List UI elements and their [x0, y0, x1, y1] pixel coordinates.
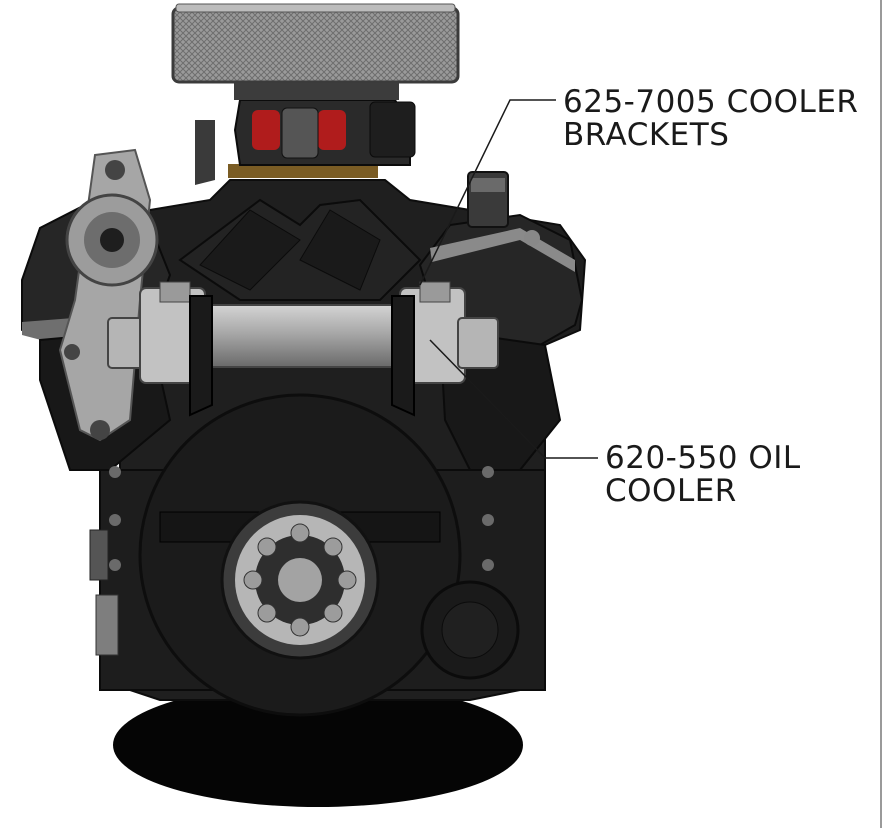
callout-oil-cooler: 620-550 OIL COOLER — [605, 440, 801, 509]
cooler-end-cap-right — [457, 317, 499, 369]
air-filter-element — [171, 6, 460, 84]
carb-linkage-red — [252, 110, 280, 150]
cooler-bracket-right — [391, 295, 415, 417]
cover-bolt — [524, 230, 540, 246]
oil-pan-shadow — [113, 683, 523, 807]
cooler-bracket-left — [189, 295, 213, 417]
carb-spacer-gasket — [228, 164, 378, 178]
oil-cooler-body — [204, 304, 401, 368]
throttle-bracket — [195, 120, 215, 185]
balancer-bolts — [243, 523, 357, 637]
leader-line-brackets — [419, 99, 556, 286]
air-filter-lid — [175, 3, 456, 13]
leader-line-oil-cooler — [429, 339, 598, 459]
air-cleaner-base — [234, 82, 399, 100]
carb-linkage-red-2 — [318, 110, 346, 150]
block-bolts — [109, 466, 494, 571]
frame-border — [880, 0, 882, 828]
left-side-fitting — [95, 594, 119, 656]
crank-bolt — [278, 558, 322, 602]
callout-cooler-brackets: 625-7005 COOLER BRACKETS — [563, 84, 859, 153]
